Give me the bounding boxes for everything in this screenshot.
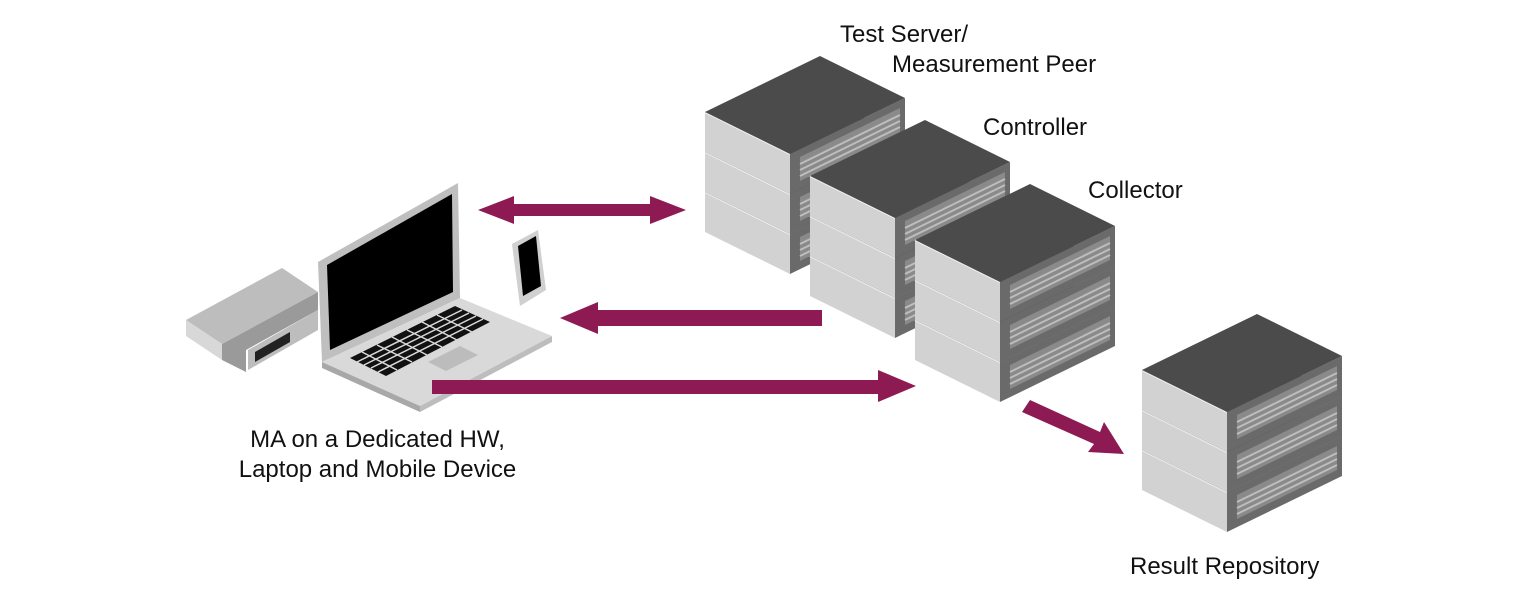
ma-label: MA on a Dedicated HW, Laptop and Mobile …	[205, 425, 550, 485]
dedicated-hw-device	[186, 268, 318, 372]
test-server-label-line-2: Measurement Peer	[892, 51, 1097, 78]
laptop	[318, 183, 552, 412]
mobile-device	[512, 230, 546, 306]
arrow-ma-test-server	[478, 196, 686, 224]
arrow-ma-to-collector	[432, 370, 916, 402]
ma-label-line-2: Laptop and Mobile Device	[238, 456, 517, 483]
arrow-controller-to-ma	[560, 302, 822, 334]
result-repository-stack	[1142, 314, 1342, 532]
test-server-label-line-1: Test Server/	[840, 21, 969, 48]
result-repository-label: Result Repository	[1130, 553, 1320, 580]
collector-label: Collector	[1088, 177, 1183, 204]
controller-label: Controller	[983, 114, 1088, 141]
ma-label-line-1: MA on a Dedicated HW,	[250, 426, 505, 453]
test-server-label: Test Server/ Measurement Peer	[840, 20, 1096, 80]
arrow-collector-to-repository	[1022, 400, 1124, 454]
